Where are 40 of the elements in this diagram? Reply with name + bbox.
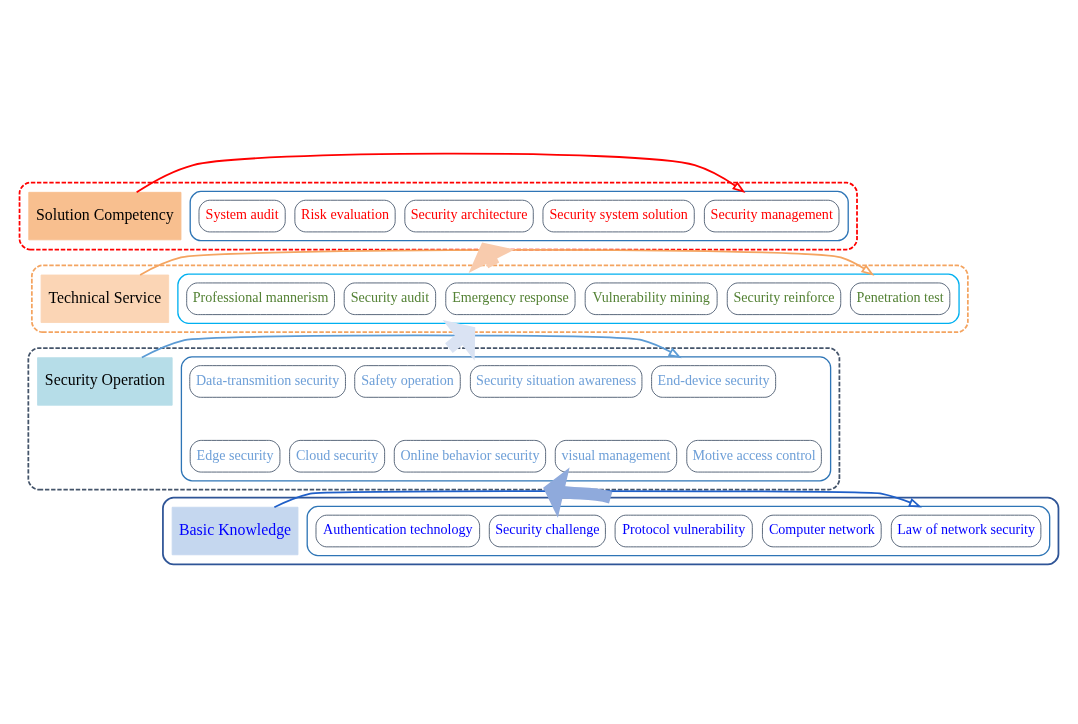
arrow <box>468 241 515 273</box>
node-box: System audit <box>198 199 286 232</box>
arrow <box>442 319 476 361</box>
arrow <box>543 466 613 518</box>
arrow <box>141 334 682 358</box>
node-box: Security audit <box>343 282 437 315</box>
node-box: Protocol vulnerability <box>614 514 753 547</box>
node-box: visual management <box>554 439 678 472</box>
node-box: Risk evaluation <box>294 199 396 232</box>
node-box: Emergency response <box>445 282 576 315</box>
cluster <box>180 355 832 482</box>
node-box: Vulnerability mining <box>584 282 718 315</box>
node-box: Safety operation <box>354 364 461 398</box>
node-box: Security architecture <box>404 199 534 232</box>
node-box: Penetration test <box>849 282 951 315</box>
node-box: Security challenge <box>488 514 606 547</box>
cluster <box>189 190 849 241</box>
node-box: Online behavior security <box>393 439 547 472</box>
node-box: Data-transmition security <box>189 364 346 398</box>
node-box: Security Operation <box>37 356 173 406</box>
arrow <box>273 489 922 508</box>
node-box: Basic Knowledge <box>171 506 299 555</box>
arrow <box>135 152 746 193</box>
node-box: Technical Service <box>40 274 170 323</box>
node-box: Solution Competency <box>28 191 182 240</box>
node-box: Authentication technology <box>315 514 481 547</box>
node-box: Computer network <box>762 514 882 547</box>
node-box: Motive access control <box>686 439 822 472</box>
cluster <box>177 272 960 324</box>
node-box: Security situation awareness <box>469 364 643 398</box>
node-box: Security system solution <box>542 199 695 232</box>
arrow <box>139 248 875 276</box>
node-box: Law of network security <box>890 514 1042 547</box>
node-box: Security reinforce <box>726 282 842 315</box>
node-box: Cloud security <box>289 439 386 472</box>
node-box: Security management <box>703 199 840 232</box>
node-box: Professional mannerism <box>186 282 335 315</box>
cluster <box>306 505 1051 556</box>
node-box: End-device security <box>651 364 777 398</box>
node-box: Edge security <box>189 439 281 472</box>
